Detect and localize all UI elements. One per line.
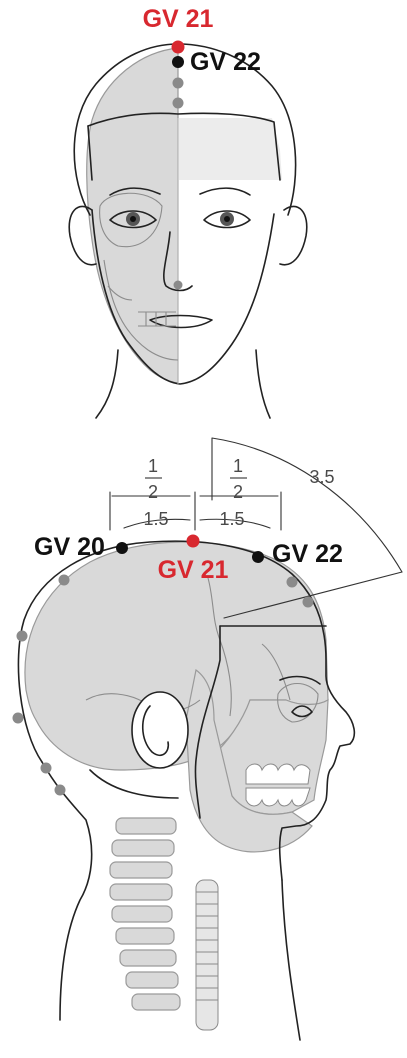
front-forehead-panel (178, 118, 282, 180)
front-minor-point-1 (173, 78, 184, 89)
side-minor-point-6 (41, 763, 52, 774)
front-eye-right (204, 211, 250, 228)
side-minor-point-4 (17, 631, 28, 642)
side-neck-back (42, 762, 92, 1020)
trachea (196, 880, 218, 1030)
front-ear-right (280, 206, 307, 264)
front-eyebrow-right (200, 188, 250, 195)
side-gv20-label: GV 20 (34, 533, 105, 561)
side-minor-point-3 (59, 575, 70, 586)
measure-left-label: 1.5 (143, 509, 168, 529)
front-neck-left (96, 350, 118, 418)
fraction-left-numerator: 1 (148, 456, 158, 476)
front-gv22-label: GV 22 (190, 48, 261, 76)
side-minor-point-2 (303, 597, 314, 608)
front-minor-point-2 (173, 98, 184, 109)
side-minor-point-5 (13, 713, 24, 724)
side-gv22-label: GV 22 (272, 540, 343, 568)
measure-total-label: 3.5 (309, 467, 334, 487)
front-neck-right (256, 350, 270, 418)
side-gv20-point (116, 542, 128, 554)
front-head-view: GV 21 GV 22 (69, 5, 307, 418)
front-gv22-point (172, 56, 184, 68)
side-jawline-hair (90, 770, 178, 798)
fraction-left-denominator: 2 (148, 482, 158, 502)
front-minor-point-3 (174, 281, 183, 290)
side-head-view: 1 2 1 2 1.5 1.5 3.5 GV 20 GV 21 GV 22 (13, 438, 403, 1040)
fraction-right: 1 2 (230, 456, 247, 502)
side-minor-point-7 (55, 785, 66, 796)
front-gv21-point (172, 41, 185, 54)
front-gv21-label: GV 21 (143, 5, 214, 33)
side-ear (132, 692, 188, 768)
measure-right-label: 1.5 (219, 509, 244, 529)
side-minor-point-1 (287, 577, 298, 588)
fraction-right-numerator: 1 (233, 456, 243, 476)
side-gv22-point (252, 551, 264, 563)
fraction-left: 1 2 (145, 456, 162, 502)
side-neck-front (282, 880, 300, 1040)
side-gv21-label: GV 21 (158, 556, 229, 584)
fraction-right-denominator: 2 (233, 482, 243, 502)
cervical-spine (110, 818, 180, 1010)
side-gv21-point (187, 535, 200, 548)
